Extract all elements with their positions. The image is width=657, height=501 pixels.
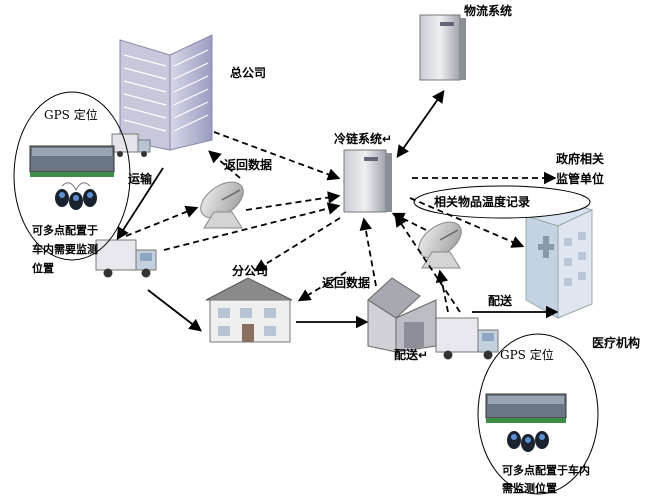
temperature-sensors-right-icon	[507, 431, 549, 452]
label-return-data-top: 返回数据	[224, 158, 273, 172]
temp-record-callout	[413, 185, 591, 219]
label-left-note-3: 位置	[32, 262, 54, 275]
cold-chain-server-icon	[343, 149, 392, 213]
label-medical: 医疗机构	[592, 336, 641, 350]
label-gps-right: GPS 定位	[500, 348, 554, 362]
branch-house-icon	[205, 277, 293, 343]
label-temp-record: 相关物品温度记录	[434, 195, 531, 209]
dashed-truck-to-dish	[125, 205, 199, 237]
label-right-note-2: 需监测位置	[502, 482, 557, 495]
satellite-dish-right-icon	[418, 221, 462, 269]
arrow-logistics-coldchain	[396, 89, 445, 159]
dashed-coldchain-to-warehouse	[297, 271, 347, 302]
delivery-truck-icon	[435, 317, 499, 360]
gps-device-right-icon	[485, 393, 567, 423]
dashed-coldchain-to-branch	[253, 217, 341, 272]
dashed-coldchain-to-hospital	[409, 197, 525, 248]
label-delivery-bottom: 配送↵	[394, 348, 429, 362]
arrow-hq-to-truck	[116, 167, 164, 241]
gps-group-right	[477, 333, 599, 495]
label-headquarters: 总公司	[230, 66, 267, 80]
label-gov-line2: 监管单位	[556, 172, 605, 186]
dashed-truck-to-coldchain	[163, 202, 341, 251]
arrow-truck-to-branch	[147, 289, 202, 332]
label-logistics-system: 物流系统	[464, 4, 513, 18]
label-cold-chain-system: 冷链系统↵	[334, 132, 393, 146]
dashed-return-to-hq	[208, 150, 241, 179]
dashed-dish-to-coldchain	[245, 191, 341, 211]
label-delivery-top: 配送	[488, 294, 513, 308]
temperature-sensors-left-icon	[55, 182, 97, 210]
label-transport: 运输	[128, 172, 153, 186]
label-return-data-bottom: 返回数据	[322, 276, 371, 290]
transport-truck-icon	[95, 239, 157, 278]
hq-truck-icon	[111, 133, 151, 157]
dashed-truck-to-dish-right	[435, 269, 449, 313]
satellite-dish-left-icon	[200, 181, 244, 229]
label-branch: 分公司	[232, 264, 269, 278]
dashed-warehouse-to-coldchain	[359, 217, 377, 287]
warehouse-icon	[367, 277, 437, 353]
gps-device-left-icon	[29, 145, 115, 177]
dashed-dish-to-coldchain-right	[391, 212, 427, 231]
dashed-hq-to-coldchain	[213, 131, 341, 181]
label-left-note-1: 可多点配置于	[32, 224, 98, 237]
gps-group-left	[13, 91, 131, 261]
headquarters-building-icon	[119, 34, 213, 151]
hospital-building-icon	[524, 199, 594, 319]
label-left-note-2: 车内需要监测	[32, 243, 98, 256]
label-right-note-1: 可多点配置于车内	[502, 464, 590, 477]
logistics-server-icon	[419, 14, 466, 81]
label-gov-line1: 政府相关	[556, 152, 605, 166]
label-gps-left: GPS 定位	[44, 108, 98, 122]
